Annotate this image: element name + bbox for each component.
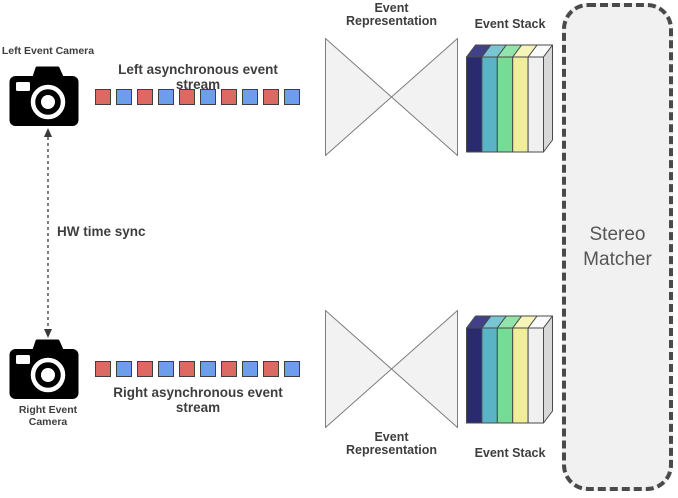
er-top-line2: Representation <box>346 14 437 28</box>
left-camera-icon <box>9 66 79 126</box>
event-representation-bowtie-bottom <box>325 310 458 428</box>
stack-slab-front <box>466 56 483 153</box>
right-camera-label: Right Event Camera <box>18 404 78 428</box>
stack-slab-side <box>543 44 553 153</box>
er-top-line1: Event <box>374 1 409 15</box>
right-stream-label: Right asynchronous event stream <box>113 385 283 415</box>
right-event-stream <box>95 361 300 377</box>
event-square-blue <box>158 361 174 377</box>
stack-slab-front <box>481 327 498 424</box>
event-square-blue <box>284 89 300 105</box>
stack-slab-front <box>496 327 514 424</box>
er-bottom-line2: Representation <box>346 443 437 457</box>
stereo-matcher-line2: Matcher <box>583 249 652 270</box>
event-square-blue <box>116 89 132 105</box>
event-square-red <box>137 361 153 377</box>
left-event-stream <box>95 89 300 105</box>
event-square-blue <box>284 361 300 377</box>
stack-slab-side <box>543 315 553 424</box>
event-square-red <box>221 89 237 105</box>
stereo-matcher-line1: Stereo <box>589 224 646 245</box>
event-representation-label-bottom: Event Representation <box>325 431 458 457</box>
stack-slab-front <box>527 327 544 424</box>
stack-slab-front <box>512 327 529 424</box>
right-camera-icon <box>9 339 79 399</box>
stack-slab-front <box>527 56 544 153</box>
stack-slab-front <box>481 56 498 153</box>
event-square-blue <box>242 89 258 105</box>
event-square-red <box>137 89 153 105</box>
stereo-matcher-label: Stereo Matcher <box>583 222 652 272</box>
event-square-blue <box>116 361 132 377</box>
event-square-red <box>263 89 279 105</box>
left-camera-label: Left Event Camera <box>1 45 95 57</box>
stereo-matcher-box: Stereo Matcher <box>562 3 673 491</box>
event-stack-top <box>466 44 553 153</box>
event-square-blue <box>242 361 258 377</box>
event-square-red <box>95 89 111 105</box>
left-stream-label: Left asynchronous event stream <box>118 62 278 92</box>
event-square-red <box>221 361 237 377</box>
event-representation-label-top: Event Representation <box>325 2 458 28</box>
event-square-red <box>179 361 195 377</box>
stack-slab-front <box>512 56 529 153</box>
event-square-red <box>263 361 279 377</box>
event-stack-bottom <box>466 315 553 424</box>
hw-sync-label: HW time sync <box>57 224 146 239</box>
event-square-blue <box>200 361 216 377</box>
event-square-blue <box>200 89 216 105</box>
event-representation-bowtie-top <box>325 38 458 156</box>
er-bottom-line1: Event <box>374 430 409 444</box>
event-stack-label-top: Event Stack <box>474 17 546 31</box>
event-square-blue <box>158 89 174 105</box>
event-square-red <box>179 89 195 105</box>
stack-slab-front <box>466 327 483 424</box>
event-square-red <box>95 361 111 377</box>
hw-sync-arrow <box>44 128 52 338</box>
stack-slab-front <box>496 56 514 153</box>
event-stack-label-bottom: Event Stack <box>474 446 546 460</box>
